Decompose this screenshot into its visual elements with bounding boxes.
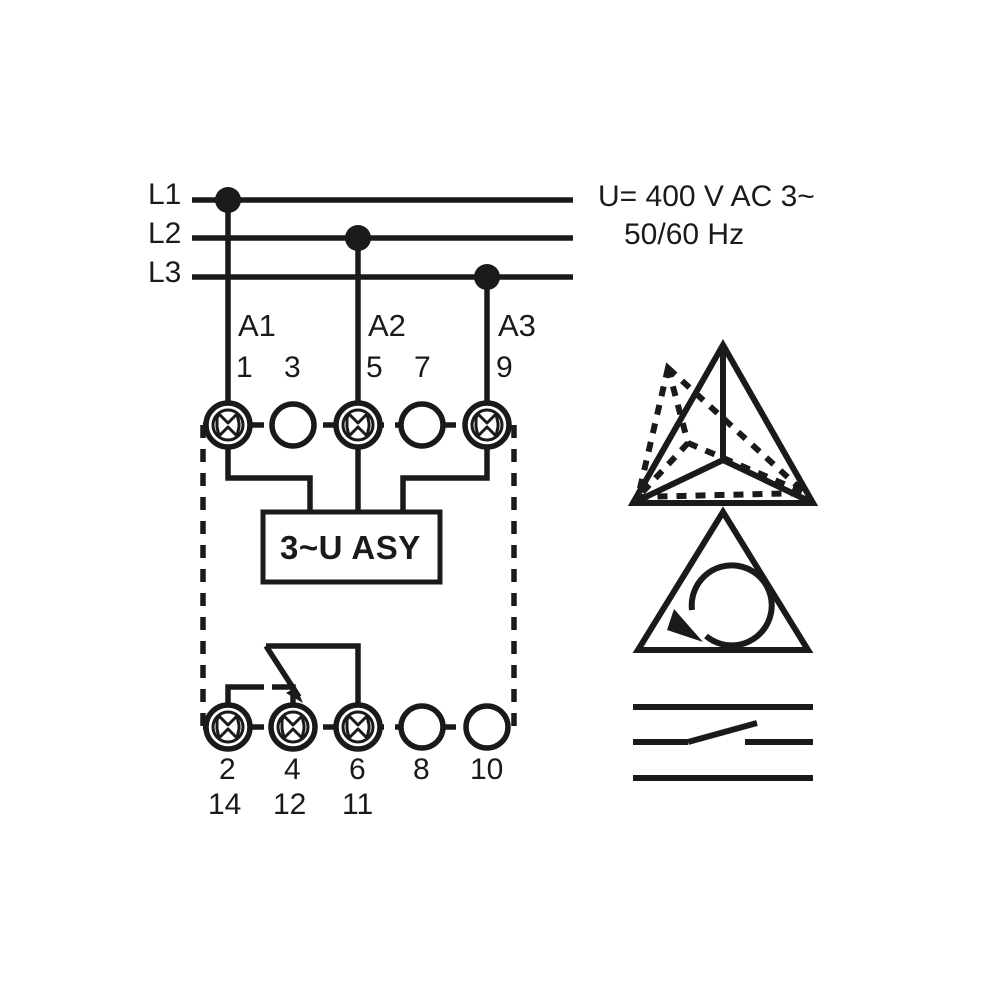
output-terminal-number-6: 6 — [349, 753, 366, 786]
input-group-label-a1: A1 — [238, 308, 276, 343]
wire-terminal1-to-device — [225, 447, 313, 512]
device-body — [260, 509, 443, 585]
asymmetry-dotted-arm-top — [665, 367, 691, 444]
asymmetry-dotted-arm-right — [686, 440, 807, 496]
asymmetry-dotted-arm-left — [635, 440, 691, 500]
output-terminal-8[interactable] — [398, 703, 446, 751]
wire-terminal9-to-device — [400, 447, 490, 512]
contact-top-rail — [266, 643, 361, 705]
changeover-contact-detail — [225, 643, 361, 705]
input-group-label-a2: A2 — [368, 308, 406, 343]
output-terminal-row — [203, 702, 511, 752]
input-terminal-number-7: 7 — [414, 351, 431, 384]
screw-head-icon — [345, 714, 371, 740]
screw-head-icon — [280, 714, 306, 740]
input-terminal-1[interactable] — [203, 400, 253, 450]
output-terminal-alt-11: 11 — [342, 788, 374, 821]
contact-blade-arrowhead — [286, 687, 303, 703]
input-terminal-number-5: 5 — [366, 351, 383, 384]
output-terminal-6[interactable] — [333, 702, 383, 752]
supply-voltage-label: U= 400 V AC 3~ — [598, 180, 815, 213]
input-terminal-5[interactable] — [333, 400, 383, 450]
sequence-arrowhead — [667, 609, 703, 642]
junction-dot-l2 — [345, 225, 371, 251]
screw-head-icon — [474, 412, 500, 438]
output-terminal-4[interactable] — [268, 702, 318, 752]
phase-asymmetry-symbol — [627, 338, 819, 506]
output-terminal-number-8: 8 — [413, 753, 430, 786]
phase-label-l1: L1 — [148, 178, 182, 211]
device-label: 3~U ASY — [280, 529, 421, 566]
asymmetry-dotted-triangle — [634, 362, 813, 501]
screw-head-icon — [215, 714, 241, 740]
output-terminal-alt-12: 12 — [273, 788, 307, 821]
output-terminal-alt-14: 14 — [208, 788, 242, 821]
output-terminal-10[interactable] — [463, 703, 511, 751]
input-terminal-row — [203, 400, 512, 450]
contact-common-stub — [225, 684, 264, 705]
input-terminal-number-1: 1 — [236, 351, 253, 384]
contact-no-stub — [272, 684, 296, 705]
supply-lines — [192, 197, 573, 280]
output-terminal-2[interactable] — [203, 702, 253, 752]
phase-sequence-symbol — [632, 506, 814, 653]
junction-dots — [215, 187, 500, 290]
input-group-label-a3: A3 — [498, 308, 536, 343]
input-terminal-9[interactable] — [462, 400, 512, 450]
phase-label-l3: L3 — [148, 256, 182, 289]
junction-dot-l1 — [215, 187, 241, 213]
output-terminal-number-2: 2 — [219, 753, 236, 786]
asymmetry-outer-triangle — [627, 338, 819, 506]
junction-dot-l3 — [474, 264, 500, 290]
supply-frequency-label: 50/60 Hz — [624, 218, 745, 251]
input-terminal-7[interactable] — [398, 401, 446, 449]
output-terminal-number-4: 4 — [284, 753, 301, 786]
screw-head-icon — [345, 412, 371, 438]
changeover-contact-symbol — [633, 704, 813, 781]
sequence-rotation-arc — [688, 562, 775, 649]
input-terminal-number-9: 9 — [496, 351, 513, 384]
input-wiring-to-device — [225, 447, 490, 512]
input-terminal-3[interactable] — [269, 401, 317, 449]
input-terminal-number-3: 3 — [284, 351, 301, 384]
phase-label-l2: L2 — [148, 217, 182, 250]
contact-symbol-blade — [687, 720, 758, 745]
screw-head-icon — [215, 412, 241, 438]
sequence-triangle — [632, 506, 814, 653]
output-terminal-number-10: 10 — [470, 753, 504, 786]
